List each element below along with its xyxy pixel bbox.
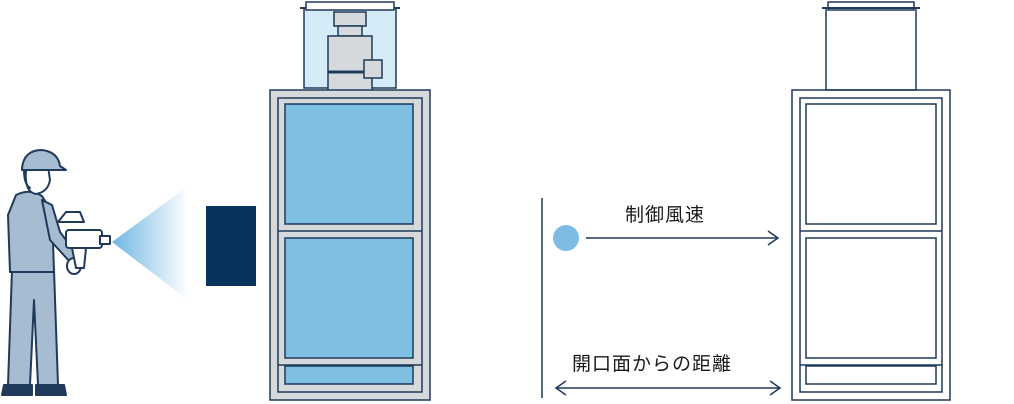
spray-booth-colored (269, 1, 431, 401)
control-velocity-label: 制御風速 (625, 204, 706, 226)
measurement-point-dot (553, 225, 579, 251)
spray-booth-outline (791, 1, 951, 401)
control-velocity-arrow (586, 230, 780, 246)
worker-icon (1, 149, 82, 396)
distance-from-opening-label: 開口面からの距離 (572, 353, 733, 375)
workpiece (206, 206, 256, 286)
spray-gun-icon (57, 211, 111, 269)
distance-arrow (554, 380, 782, 396)
spray-mist (112, 186, 188, 300)
